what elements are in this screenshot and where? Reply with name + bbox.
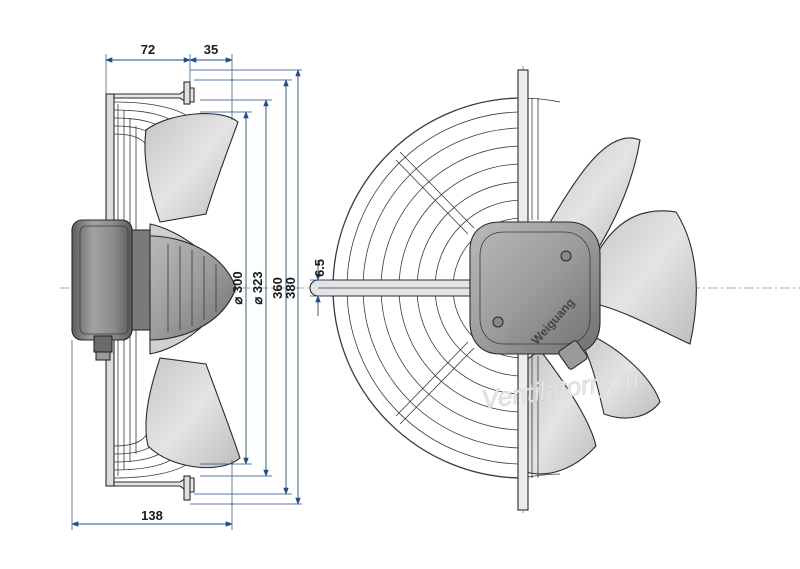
dimension-35: 35 bbox=[204, 42, 218, 57]
mounting-bar-front bbox=[309, 279, 471, 297]
dimension-360: 360 bbox=[270, 277, 285, 299]
dimension-380: 380 bbox=[283, 277, 298, 299]
dimension-diameter-300: ⌀ 300 bbox=[230, 271, 245, 304]
front-view: Weiguang 6.5 bbox=[309, 66, 697, 514]
motor-side bbox=[71, 219, 237, 361]
dimension-diameter-323: ⌀ 323 bbox=[250, 271, 265, 304]
hole-dimension bbox=[310, 260, 330, 316]
dimension-hole-6-5: 6.5 bbox=[312, 259, 327, 277]
dimension-138: 138 bbox=[141, 508, 163, 523]
side-view: 72 35 138 ⌀ 300 ⌀ 323 360 380 bbox=[60, 42, 800, 530]
screw-icon bbox=[560, 250, 572, 262]
dimension-72: 72 bbox=[141, 42, 155, 57]
screw-icon bbox=[492, 316, 504, 328]
dimension-lines-side bbox=[71, 54, 302, 530]
motor-front: Weiguang bbox=[469, 221, 601, 370]
guard-spokes-front bbox=[395, 98, 539, 478]
